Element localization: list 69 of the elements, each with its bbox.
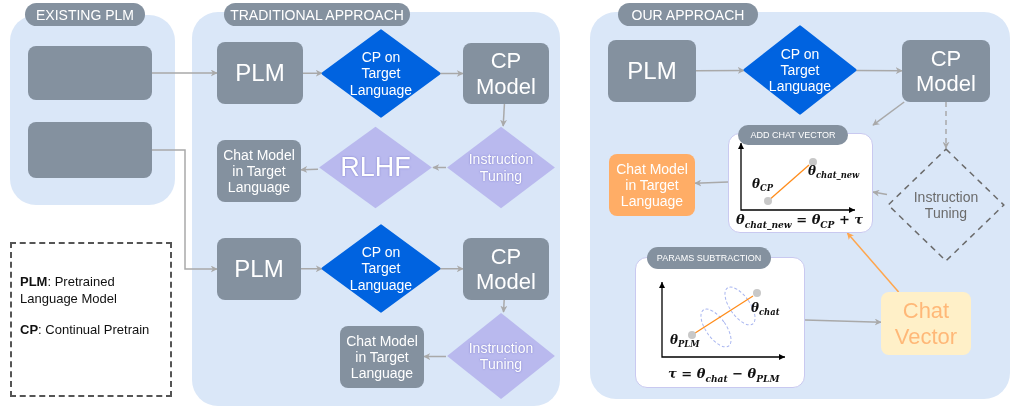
- arrow: [500, 299, 508, 313]
- box-label: PLM: [233, 255, 285, 283]
- decision-diamond: [744, 26, 856, 114]
- decision-diamond: [446, 126, 556, 209]
- section-tab: OUR APPROACH: [618, 3, 758, 26]
- diamond-label: Instruction Tuning: [467, 151, 535, 184]
- arrow: [695, 66, 745, 74]
- arrow: [300, 166, 319, 173]
- math-label: θ$_{chat_new}$: [808, 164, 860, 181]
- arrow: [151, 149, 218, 273]
- section-tab: PARAMS SUBTRACTION: [647, 247, 771, 269]
- diamond-label: CP on Target Language: [767, 45, 833, 95]
- process-box: [28, 46, 152, 100]
- box-label: CP Model: [475, 243, 537, 295]
- arrow: [300, 265, 323, 273]
- math-label: θ$_{PLM}$: [670, 333, 700, 350]
- arrow: [804, 318, 882, 326]
- arrow: [872, 189, 888, 197]
- box-label: Chat Model in Target Language: [615, 160, 689, 210]
- arrow: [439, 265, 464, 273]
- box-label: Chat Vector: [893, 298, 959, 349]
- arrow: [302, 69, 323, 77]
- output-box: [609, 154, 695, 216]
- math-label: θ$_{CP}$: [752, 177, 773, 194]
- formula: τ = θ$_{chat}$ − θ$_{PLM}$: [668, 366, 780, 384]
- math-label: θ$_{chat}$: [751, 301, 780, 318]
- process-box: [608, 40, 696, 102]
- process-box: [217, 140, 301, 202]
- legend-text: CP: Continual Pretrain: [20, 321, 150, 339]
- diamond-label: RLHF: [339, 151, 412, 183]
- process-box: [902, 40, 990, 102]
- process-box: [28, 122, 152, 178]
- box-label: Chat Model in Target Language: [345, 332, 419, 382]
- arrow: [439, 70, 464, 77]
- arrow: [694, 179, 729, 187]
- diamond-label: Instruction Tuning: [912, 188, 980, 222]
- arrow: [151, 69, 218, 77]
- legend-box: [10, 242, 172, 397]
- decision-diamond: [446, 312, 556, 400]
- section-tab: ADD CHAT VECTOR: [738, 125, 848, 145]
- arrow: [846, 232, 900, 293]
- arrow: [432, 164, 447, 171]
- decision-diamond: [322, 30, 440, 117]
- decision-diamond: [887, 148, 1005, 262]
- vector-box: [881, 292, 971, 355]
- arrow: [942, 101, 950, 149]
- diamond-label: CP on Target Language: [348, 244, 414, 293]
- box-label: Chat Model in Target Language: [222, 146, 296, 196]
- arrow: [872, 101, 905, 126]
- box-label: CP Model: [475, 48, 537, 99]
- diamond-label: CP on Target Language: [348, 49, 414, 98]
- section-tab: EXISTING PLM: [25, 3, 145, 26]
- process-box: [463, 238, 549, 300]
- process-box: [217, 238, 301, 300]
- process-box: [340, 326, 424, 388]
- box-label: PLM: [626, 57, 678, 85]
- decision-diamond: [318, 126, 433, 209]
- section-tab: TRADITIONAL APPROACH: [224, 3, 410, 26]
- arrow: [855, 67, 903, 75]
- decision-diamond: [322, 225, 440, 312]
- legend-text: PLM: Pretrained Language Model: [20, 274, 118, 308]
- arrow: [500, 103, 508, 127]
- box-label: CP Model: [915, 45, 977, 97]
- box-label: PLM: [234, 59, 286, 87]
- process-box: [463, 43, 549, 104]
- diamond-label: Instruction Tuning: [467, 339, 535, 373]
- arrow: [423, 353, 447, 361]
- process-box: [217, 42, 303, 104]
- formula: θ$_{chat_new}$ = θ$_{CP}$ + τ: [736, 212, 864, 230]
